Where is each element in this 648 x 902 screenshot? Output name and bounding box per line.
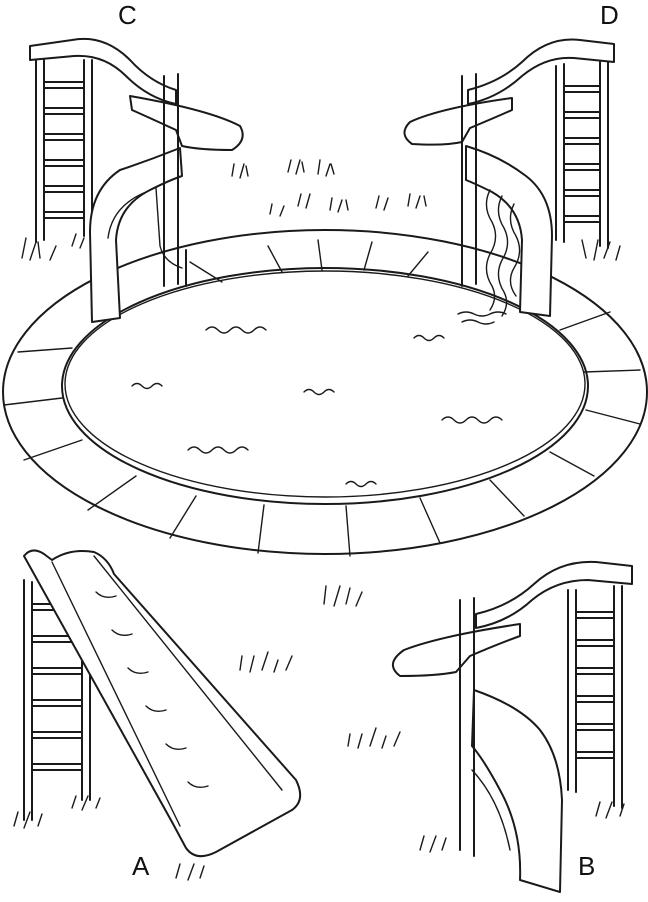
- slide-b-top-deck: [475, 560, 633, 629]
- slide-a-rails: [51, 555, 283, 827]
- slide-b-chute: [471, 689, 563, 893]
- slide-d-water-stream: [457, 189, 521, 325]
- slide-d-chute: [465, 145, 553, 317]
- label-b: B: [578, 851, 596, 881]
- slide-d-turn: [403, 97, 513, 146]
- slide-b-turn: [392, 623, 521, 677]
- slide-c-top-deck: [29, 37, 177, 105]
- slide-b-chute-line: [471, 769, 511, 851]
- slide-c-chute: [89, 147, 183, 323]
- label-a: A: [132, 851, 150, 881]
- label-d: D: [600, 0, 619, 30]
- slide-c: [29, 37, 244, 323]
- slide-a: [23, 549, 302, 858]
- slide-d: [403, 38, 615, 325]
- slide-a-ripples: [95, 591, 209, 789]
- slide-c-ladder: [35, 57, 93, 243]
- slide-c-turn: [129, 95, 244, 151]
- slide-d-ladder: [555, 59, 609, 249]
- water-ripples: [131, 326, 503, 488]
- slide-b-ladder: [567, 585, 623, 809]
- pool-deck-seams: [3, 239, 641, 557]
- pool-rim: [64, 270, 586, 498]
- grass-tufts: [13, 159, 625, 881]
- pool: [2, 229, 648, 557]
- slide-d-top-deck: [467, 38, 615, 105]
- slide-a-chute: [23, 549, 302, 858]
- label-c: C: [118, 0, 137, 30]
- slide-b: [392, 560, 633, 893]
- pool-water: [61, 267, 589, 505]
